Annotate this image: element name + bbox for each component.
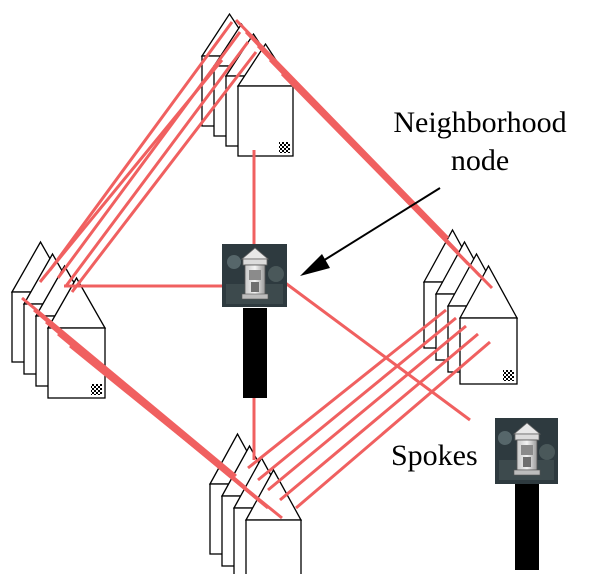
spoke-wire <box>283 280 471 422</box>
house-icon <box>236 42 295 157</box>
spoke-wire <box>257 316 457 482</box>
house-icon <box>458 264 519 385</box>
spoke-node-icon <box>495 418 558 484</box>
node-label-line1: Neighborhood <box>393 106 566 139</box>
spoke-wire <box>64 41 250 287</box>
spoke-wire <box>70 51 258 293</box>
neighborhood-node-icon <box>222 244 287 307</box>
house-cluster-left <box>10 240 107 399</box>
spoke-wire <box>48 21 234 271</box>
house-icon <box>244 468 303 574</box>
spoke-wire <box>295 340 491 510</box>
spoke-wire <box>38 59 224 283</box>
spoke-node-pole <box>515 484 539 570</box>
spoke-wire <box>247 308 447 470</box>
spoke-wire <box>280 72 494 290</box>
house-marker <box>91 384 102 395</box>
house-marker <box>279 142 290 153</box>
spoke-wire <box>279 332 479 502</box>
arrow-icon <box>300 187 441 276</box>
spoke-wires <box>21 18 494 520</box>
node-label-line2: node <box>451 144 509 177</box>
spoke-wire <box>69 344 283 520</box>
house-marker <box>503 370 514 381</box>
spoke-wire <box>21 296 237 478</box>
spokes-label: Spokes <box>391 439 478 472</box>
house-icon <box>46 276 107 399</box>
neighborhood-node-pole <box>243 308 267 398</box>
spoke-wire <box>267 324 467 492</box>
spoke-wire <box>56 31 242 279</box>
neighborhood-node <box>222 244 287 398</box>
spoke-node <box>495 418 558 570</box>
house-cluster-right <box>422 228 519 385</box>
